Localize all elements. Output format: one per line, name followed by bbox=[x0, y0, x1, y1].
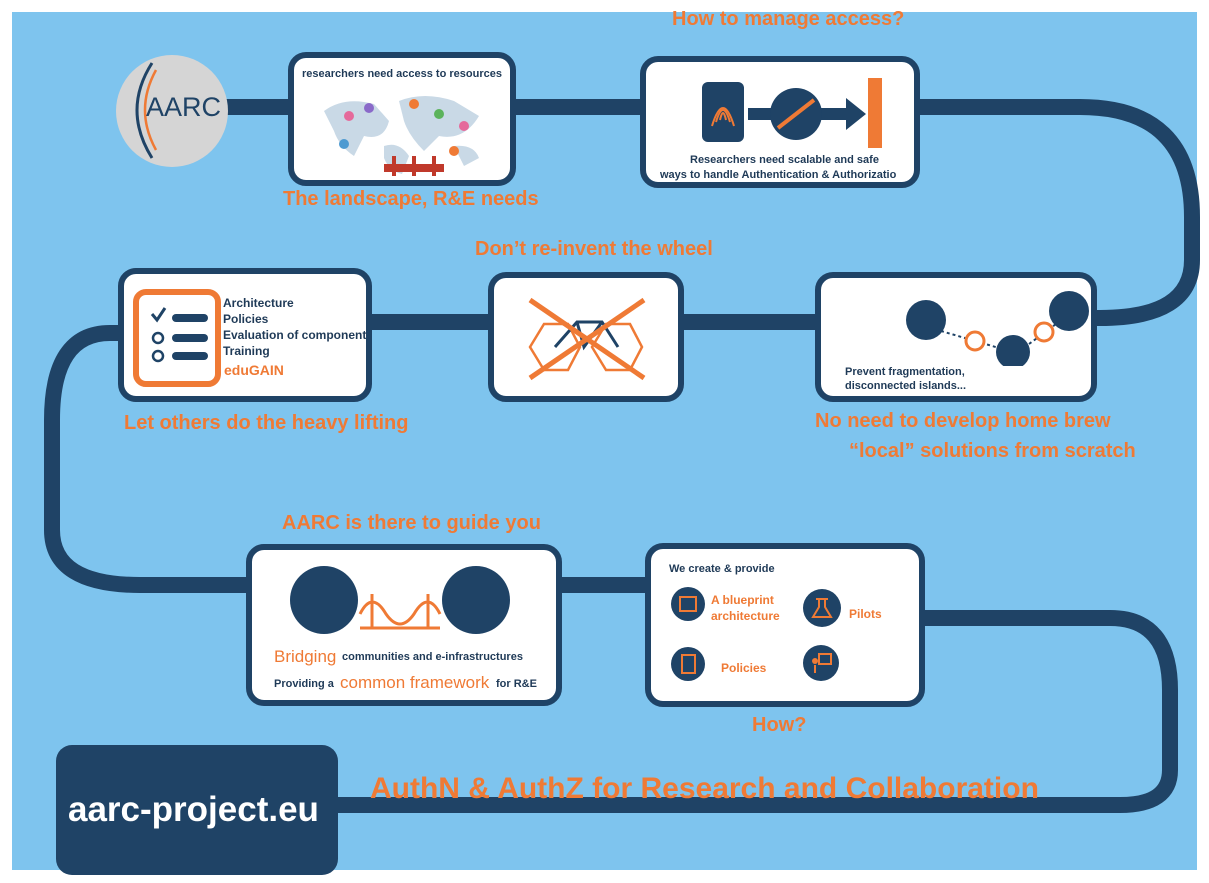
world-map-icon bbox=[324, 96, 479, 176]
pilots-icon bbox=[803, 589, 841, 627]
access-icon bbox=[702, 78, 882, 148]
how-header: We create & provide bbox=[669, 563, 775, 575]
blueprint-icon bbox=[671, 587, 705, 621]
for-re-text: for R&E bbox=[496, 678, 537, 690]
landscape-panel: researchers need access to resources bbox=[288, 52, 516, 186]
blueprint-line1: A blueprint bbox=[711, 593, 774, 607]
islands-caption-line2: “local” solutions from scratch bbox=[849, 440, 1136, 462]
lifting-panel: Architecture Policies Evaluation of comp… bbox=[118, 268, 372, 402]
islands-line1: Prevent fragmentation, bbox=[845, 366, 965, 378]
policies-icon bbox=[671, 647, 705, 681]
logo-arc-icon bbox=[135, 62, 158, 159]
wheel-panel bbox=[488, 272, 684, 402]
common-framework: common framework bbox=[340, 673, 490, 692]
pilots-label: Pilots bbox=[849, 607, 882, 621]
guide-caption: AARC is there to guide you bbox=[282, 512, 541, 534]
presenter-icon bbox=[803, 645, 839, 681]
background bbox=[12, 12, 1197, 870]
tagline: AuthN & AuthZ for Research and Collabora… bbox=[370, 772, 1039, 805]
how-caption: How? bbox=[752, 714, 807, 736]
lifting-item-training: Training bbox=[223, 344, 270, 358]
landscape-inner-text: researchers need access to resources bbox=[302, 68, 502, 80]
lifting-item-architecture: Architecture bbox=[223, 296, 294, 310]
islands-line2: disconnected islands... bbox=[845, 380, 967, 392]
policies-label: Policies bbox=[721, 661, 767, 675]
checklist-icon bbox=[133, 289, 221, 387]
landscape-caption: The landscape, R&E needs bbox=[283, 188, 539, 210]
blueprint-line2: architecture bbox=[711, 609, 780, 623]
road-path bbox=[44, 99, 1200, 813]
bridging-rest: communities and e-infrastructures bbox=[342, 651, 523, 663]
islands-panel: Prevent fragmentation, disconnected isla… bbox=[815, 272, 1097, 402]
access-panel: Researchers need scalable and safe ways … bbox=[640, 56, 920, 188]
lifting-item-policies: Policies bbox=[223, 312, 269, 326]
logo-text: AARC bbox=[146, 92, 222, 122]
wheel-caption: Don’t re-invent the wheel bbox=[475, 238, 713, 260]
project-url[interactable]: aarc-project.eu bbox=[68, 790, 319, 829]
url-box bbox=[56, 745, 338, 875]
crossed-bicycle-icon bbox=[528, 297, 646, 381]
lifting-item-evaluation: Evaluation of components bbox=[223, 328, 372, 342]
bridging-word: Bridging bbox=[274, 647, 337, 666]
guide-panel: Bridging communities and e-infrastructur… bbox=[246, 544, 562, 706]
access-caption: How to manage access? bbox=[672, 8, 905, 30]
access-line1: Researchers need scalable and safe bbox=[690, 154, 879, 166]
how-panel: We create & provide A blueprint architec… bbox=[645, 543, 925, 707]
providing-text: Providing a bbox=[274, 678, 334, 690]
islands-icon bbox=[906, 291, 1089, 366]
access-line2: ways to handle Authentication & Authoriz… bbox=[660, 169, 897, 181]
lifting-caption: Let others do the heavy lifting bbox=[124, 412, 409, 434]
edugain-label: eduGAIN bbox=[224, 362, 284, 378]
bridge-islands-icon bbox=[290, 566, 510, 634]
islands-caption-line1: No need to develop home brew bbox=[815, 410, 1111, 432]
aarc-logo bbox=[116, 55, 228, 167]
